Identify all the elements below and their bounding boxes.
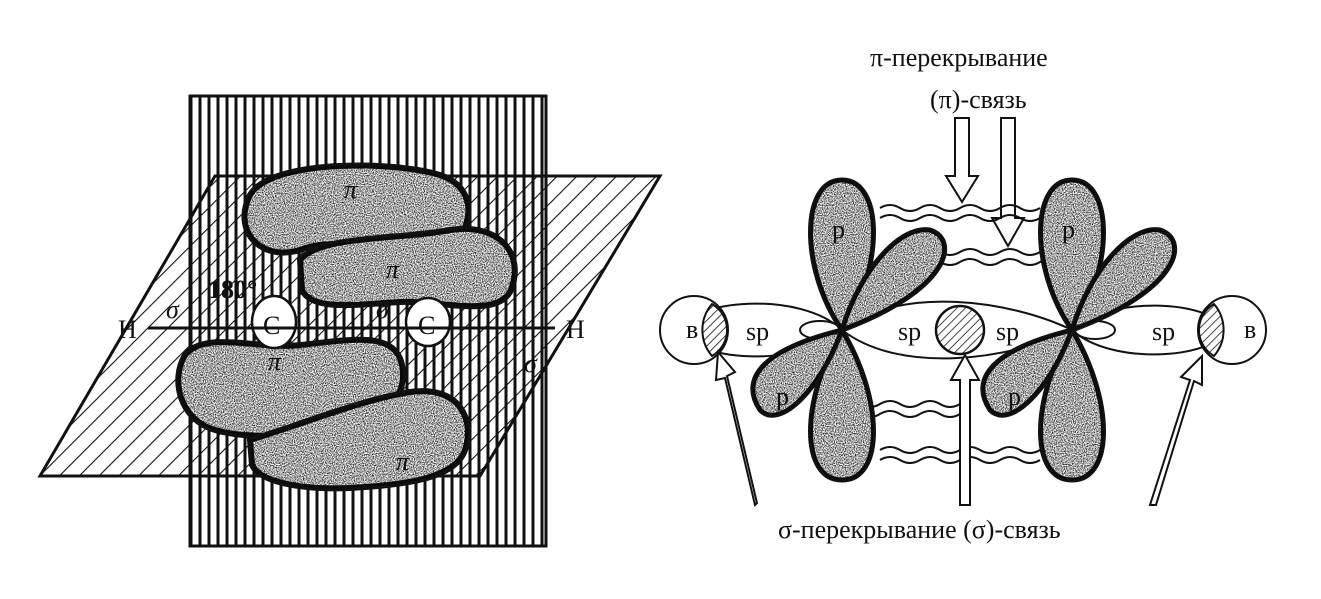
sigma-label-2: σ bbox=[376, 295, 390, 324]
c-label-1: C bbox=[263, 311, 280, 340]
right-diagram: π-перекрывание (π)-связь bbox=[659, 43, 1267, 544]
pi-arrow-1 bbox=[944, 117, 980, 204]
right-h-label: H bbox=[566, 315, 585, 344]
p-orbitals-left-carbon bbox=[750, 177, 948, 483]
p-label-3: p bbox=[776, 382, 789, 411]
pi-lobe-top-back bbox=[296, 225, 518, 310]
pi-bond-caption: (π)-связь bbox=[930, 85, 1027, 114]
sigma-arrow-left bbox=[714, 349, 759, 507]
sp-label-4: sp bbox=[1152, 317, 1175, 346]
carbon-atom-1 bbox=[250, 294, 298, 350]
left-diagram: H H C C σ σ σ 180° π π π π bbox=[37, 94, 663, 548]
p-label-4: p bbox=[1008, 382, 1021, 411]
p-label-2: p bbox=[1062, 215, 1075, 244]
sp-label-3: sp bbox=[996, 317, 1019, 346]
pi-label-4: π bbox=[396, 447, 410, 476]
pi-label-1: π bbox=[344, 175, 358, 204]
s-label-left: в bbox=[686, 315, 698, 344]
pi-label-2: π bbox=[386, 255, 400, 284]
pi-label-3: π bbox=[268, 347, 282, 376]
sigma-caption: σ-перекрывание (σ)-связь bbox=[778, 515, 1061, 544]
sigma-label-3: σ bbox=[524, 349, 538, 378]
s-label-right: в bbox=[1244, 315, 1256, 344]
pi-arrow-2 bbox=[990, 117, 1026, 249]
pi-overlap-caption: π-перекрывание bbox=[870, 43, 1048, 72]
sp-label-1: sp bbox=[746, 317, 769, 346]
pi-lobe-bottom-back bbox=[246, 388, 471, 492]
angle-label: 180° bbox=[208, 275, 257, 304]
sigma-arrow-center bbox=[949, 352, 981, 506]
p-orbitals-right-carbon bbox=[980, 177, 1178, 483]
left-h-label: H bbox=[118, 315, 137, 344]
c-label-2: C bbox=[418, 311, 435, 340]
sp-sp-overlap bbox=[934, 304, 986, 356]
carbon-atom-2 bbox=[404, 296, 452, 348]
sigma-label-1: σ bbox=[166, 295, 180, 324]
sp-label-2: sp bbox=[898, 317, 921, 346]
p-label-1: p bbox=[832, 215, 845, 244]
s-overlap-right bbox=[1197, 302, 1225, 358]
s-overlap-left bbox=[701, 302, 729, 358]
sigma-arrow-right bbox=[1148, 353, 1203, 506]
